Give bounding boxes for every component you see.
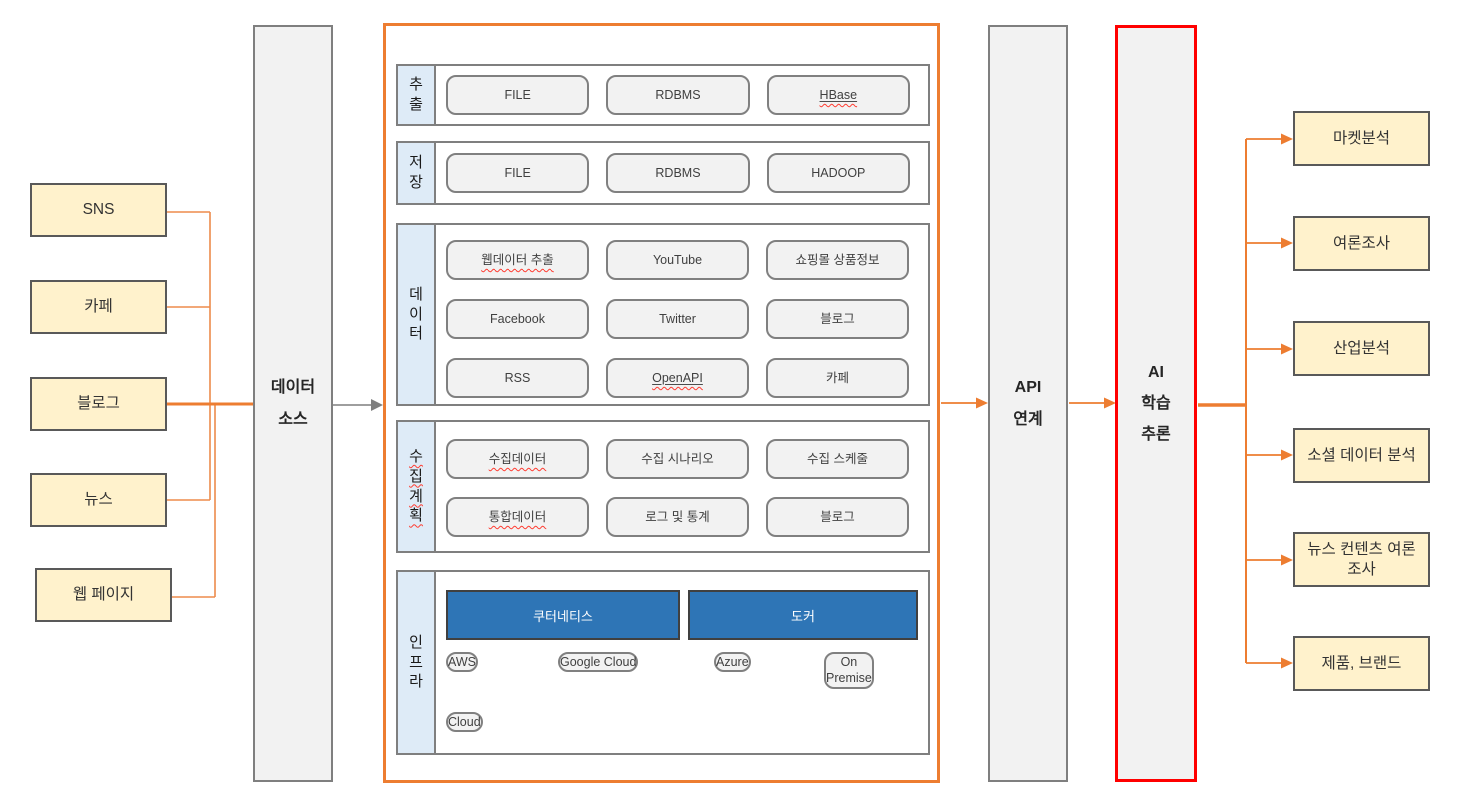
pipeline-item: YouTube — [606, 240, 749, 280]
platform-box-docker: 도커 — [688, 590, 918, 640]
pipeline-item: FILE — [446, 153, 590, 193]
orange-arrowhead-icon — [976, 397, 988, 409]
panel-label-line: 연계 — [1013, 410, 1043, 428]
output-label: 소셜 데이터 분석 — [1307, 446, 1416, 464]
ai-learning-inference-panel: AI 학습 추론 — [1115, 25, 1197, 782]
pipeline-item: Facebook — [446, 299, 589, 339]
source-label: 웹 페이지 — [72, 586, 135, 604]
pipeline-item: 블로그 — [766, 497, 909, 537]
pipeline-item: RDBMS — [606, 153, 750, 193]
pipeline-item: OpenAPI — [606, 358, 749, 398]
output-label: 산업분석 — [1332, 339, 1391, 357]
pipeline-item: RSS — [446, 358, 589, 398]
panel-label-line: AI — [1148, 363, 1164, 381]
output-box-social-data-analysis: 소셜 데이터 분석 — [1293, 428, 1430, 483]
cloud-box-aws: AWS — [446, 652, 479, 673]
collection-platform-container: 추출 FILE RDBMS HBase 저장 FILE RDBMS HADOOP… — [383, 23, 940, 783]
output-box-news-content-poll: 뉴스 컨텐츠 여론조사 — [1293, 532, 1430, 587]
output-label: 여론조사 — [1332, 234, 1391, 252]
row-extract: 추출 FILE RDBMS HBase — [396, 64, 930, 126]
cloud-box-on-premise: On Premise — [824, 652, 874, 689]
output-box-opinion-poll: 여론조사 — [1293, 216, 1430, 271]
api-link-panel: API 연계 — [988, 25, 1068, 782]
row-content: FILE RDBMS HBase — [436, 66, 928, 124]
source-label: 블로그 — [77, 395, 120, 413]
pipeline-item: FILE — [446, 75, 590, 115]
panel-label-line: API — [1014, 379, 1042, 397]
pipeline-item: 수집 시나리오 — [606, 439, 749, 479]
panel-label-line: 추론 — [1141, 426, 1171, 444]
pipeline-item: HBase — [766, 75, 910, 115]
panel-label-line: 학습 — [1141, 394, 1171, 412]
output-branch-lines — [1246, 138, 1281, 664]
pipeline-item: RDBMS — [606, 75, 750, 115]
source-box-cafe: 카페 — [30, 280, 167, 334]
output-box-industry-analysis: 산업분석 — [1293, 321, 1430, 376]
pipeline-item: 통합데이터 — [446, 497, 589, 537]
pipeline-item: 수집데이터 — [446, 439, 589, 479]
source-connector-lines — [167, 211, 216, 598]
pipeline-item: 블로그 — [766, 299, 909, 339]
pipeline-item: HADOOP — [766, 153, 910, 193]
row-label-store: 저장 — [398, 143, 436, 203]
pipeline-item: Twitter — [606, 299, 749, 339]
row-data: 데이터 웹데이터 추출 YouTube 쇼핑몰 상품정보 Facebook Tw… — [396, 223, 930, 406]
platform-box-kubernetes: 쿠터네티스 — [446, 590, 680, 640]
row-label-data: 데이터 — [398, 225, 436, 404]
row-label-collection-plan: 수집계획 — [398, 422, 436, 551]
data-source-panel: 데이터 소스 — [253, 25, 333, 782]
gray-arrowhead-icon — [371, 399, 383, 411]
pipeline-item: 웹데이터 추출 — [446, 240, 589, 280]
source-box-webpage: 웹 페이지 — [35, 568, 172, 622]
row-store: 저장 FILE RDBMS HADOOP — [396, 141, 930, 205]
cloud-box-azure: Azure — [714, 652, 751, 673]
source-label: SNS — [82, 201, 115, 219]
row-content: 수집데이터 수집 시나리오 수집 스케줄 통합데이터 로그 및 통계 블로그 — [436, 422, 928, 551]
source-label: 뉴스 — [84, 491, 113, 509]
output-box-market-analysis: 마켓분석 — [1293, 111, 1430, 166]
pipeline-item: 로그 및 통계 — [606, 497, 749, 537]
source-label: 카페 — [84, 298, 113, 316]
pipeline-item: 카페 — [766, 358, 909, 398]
panel-label-line: 소스 — [278, 410, 308, 428]
output-label: 제품, 브랜드 — [1321, 654, 1402, 672]
row-content: 쿠터네티스 도커 AWS Google Cloud Azure On Premi… — [436, 572, 928, 753]
row-infra: 인프라 쿠터네티스 도커 AWS Google Cloud Azure On P… — [396, 570, 930, 755]
panel-label-line: 데이터 — [270, 379, 316, 397]
row-label-extract: 추출 — [398, 66, 436, 124]
row-label-infra: 인프라 — [398, 572, 436, 753]
output-label: 마켓분석 — [1332, 129, 1391, 147]
row-collection-plan: 수집계획 수집데이터 수집 시나리오 수집 스케줄 통합데이터 로그 및 통계 … — [396, 420, 930, 553]
output-arrowhead-icons — [1281, 133, 1293, 669]
output-label: 뉴스 컨텐츠 여론조사 — [1307, 541, 1416, 578]
orange-arrowhead-icon — [1104, 397, 1116, 409]
source-box-news: 뉴스 — [30, 473, 167, 527]
cloud-box-cloud: Cloud — [446, 712, 483, 733]
row-content: FILE RDBMS HADOOP — [436, 143, 928, 203]
pipeline-item: 쇼핑몰 상품정보 — [766, 240, 909, 280]
cloud-box-google-cloud: Google Cloud — [558, 652, 639, 673]
output-box-product-brand: 제품, 브랜드 — [1293, 636, 1430, 691]
source-box-blog: 블로그 — [30, 377, 167, 431]
pipeline-item: 수집 스케줄 — [766, 439, 909, 479]
source-box-sns: SNS — [30, 183, 167, 237]
row-content: 웹데이터 추출 YouTube 쇼핑몰 상품정보 Facebook Twitte… — [436, 225, 928, 404]
